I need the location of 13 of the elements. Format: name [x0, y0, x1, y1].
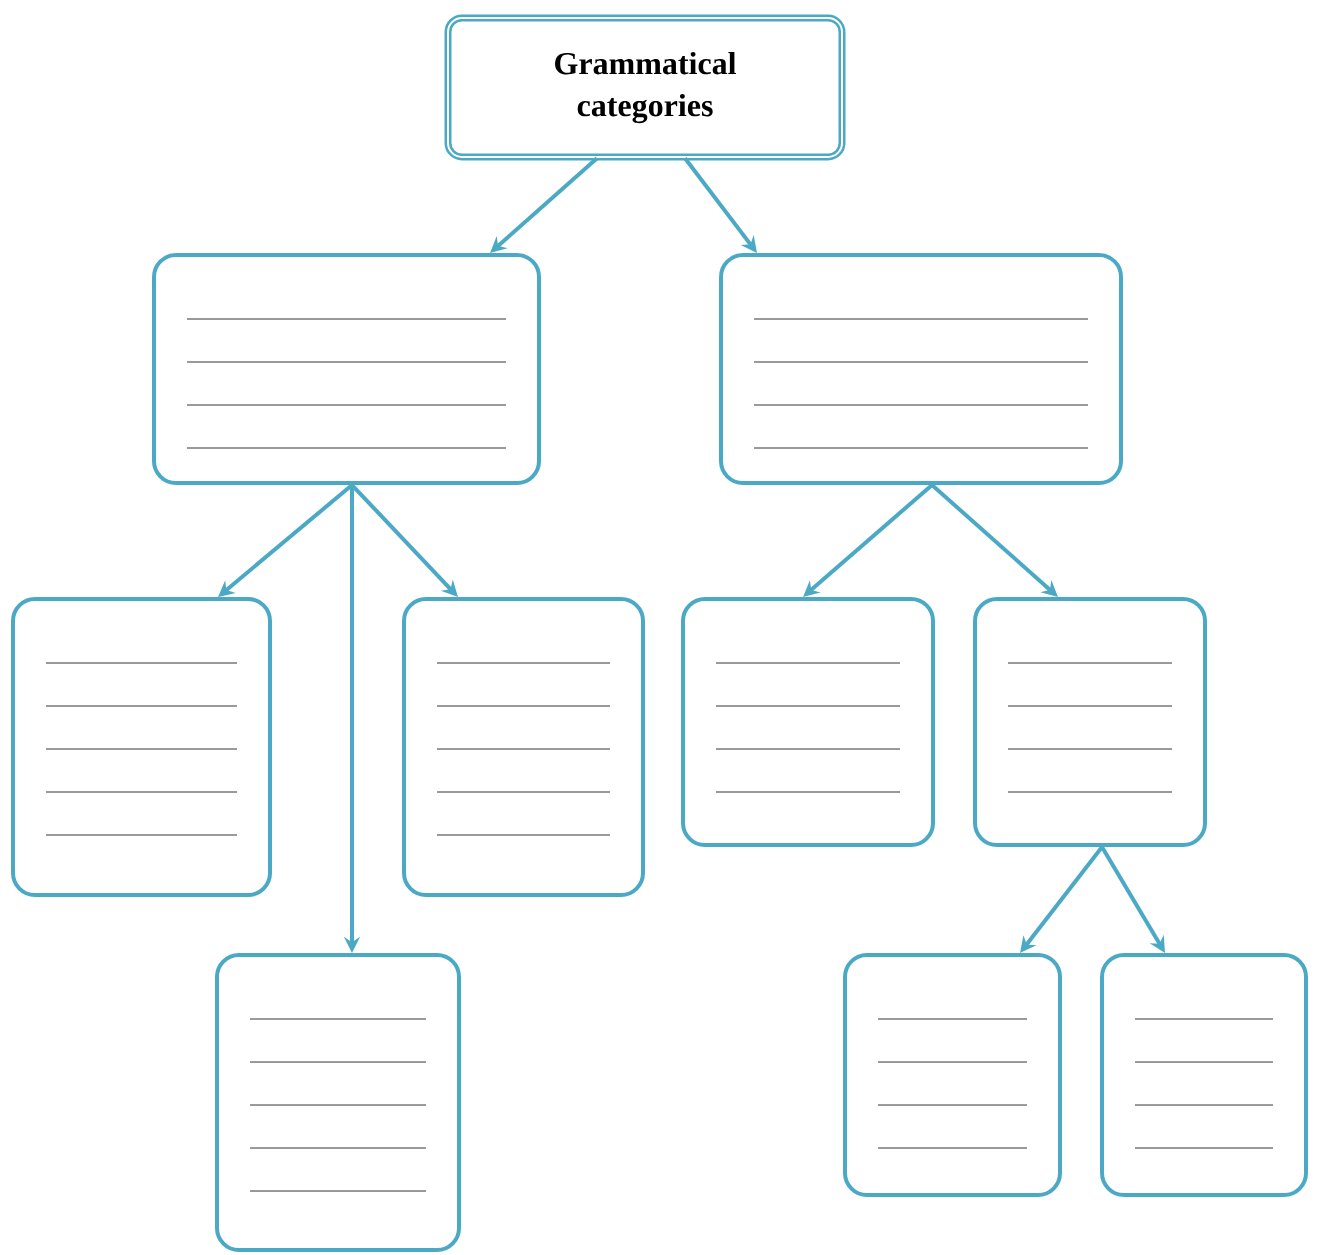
answer-box: [402, 597, 645, 897]
answer-box: [681, 597, 935, 847]
answer-box: [215, 953, 461, 1252]
arrow: [490, 156, 599, 253]
answer-box: [152, 253, 541, 485]
title-box: Grammatical categories: [444, 14, 846, 161]
answer-box: [1100, 953, 1308, 1197]
answer-box: [843, 953, 1062, 1197]
answer-box: [719, 253, 1123, 485]
answer-box: [973, 597, 1207, 847]
arrow: [930, 483, 1058, 597]
arrow: [803, 483, 934, 597]
answer-box: [11, 597, 272, 897]
